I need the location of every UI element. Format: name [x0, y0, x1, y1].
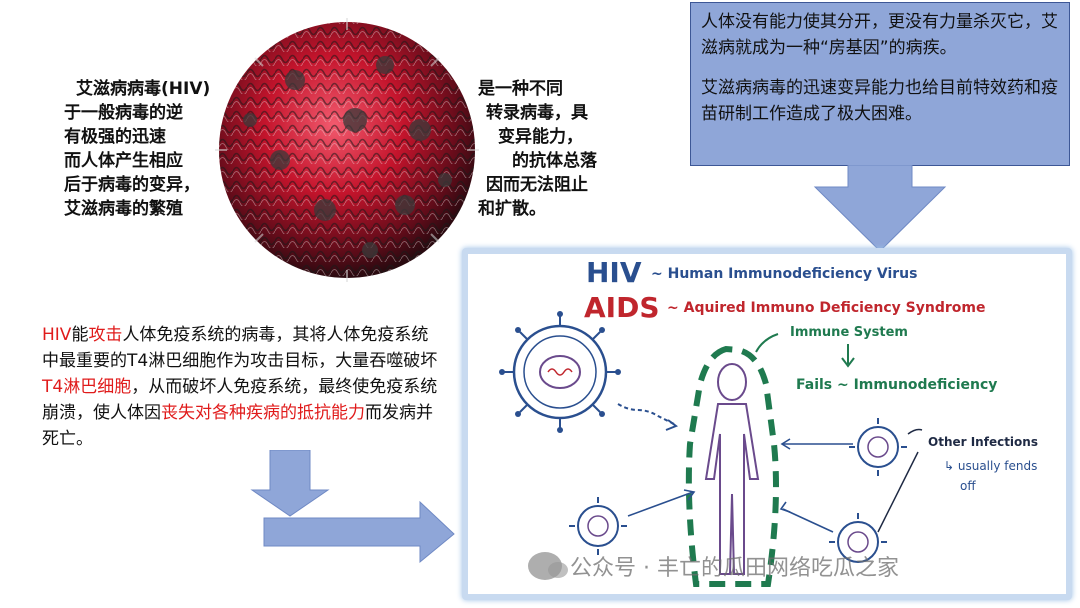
aids-expansion: ~ Aquired Immuno Deficiency Syndrome [667, 300, 986, 316]
infection-virus-icon [829, 513, 887, 563]
t4-cell-term: T4淋巴细胞 [42, 377, 132, 397]
watermark-text: 公众号 · 丰亡的瓜田网络吃瓜之家 [570, 556, 899, 581]
caption-right-line: 是一种不同 [478, 79, 563, 99]
virus-caption-left: 艾滋病病毒(HIV) 于一般病毒的逆 有极强的迅速 而人体产生相应 后于病毒的变… [64, 77, 210, 221]
hiv-description: HIV能攻击人体免疫系统的病毒，其将人体免疫系统中最重要的T4淋巴细胞作为攻击目… [42, 322, 442, 452]
caption-left-line: 于一般病毒的逆 [64, 103, 183, 123]
virus-illustration [215, 18, 479, 282]
watermark: 公众号 · 丰亡的瓜田网络吃瓜之家 [528, 550, 899, 582]
label-pointer [907, 428, 923, 435]
infection-virus-icon [569, 497, 627, 555]
virus-attack-arrow [617, 403, 675, 425]
callout-paragraph-1: 人体没有能力使其分开，更没有力量杀灭它，艾滋病就成为一种“房基因”的病疾。 [701, 12, 1058, 58]
caption-left-line: 艾滋病病毒(HIV) [76, 79, 211, 99]
immune-pointer [755, 333, 779, 353]
fails-label: Fails ~ Immunodeficiency [796, 377, 997, 393]
text-segment: 能 [71, 325, 89, 345]
aids-title: AIDS [584, 291, 660, 324]
caption-left-line: 艾滋病毒的繁殖 [64, 199, 183, 219]
caption-right-line: 转录病毒，具 [486, 103, 588, 123]
caption-left-line: 有极强的迅速 [64, 127, 166, 147]
immune-shield-outline [685, 345, 779, 587]
callout-box: 人体没有能力使其分开，更没有力量杀灭它，艾滋病就成为一种“房基因”的病疾。 艾滋… [690, 2, 1070, 166]
hiv-expansion: ~ Human Immunodeficiency Virus [651, 266, 917, 282]
paragraph-to-panel-arrow [250, 450, 455, 564]
callout-down-arrow [813, 165, 947, 252]
label-connector [877, 451, 919, 533]
hiv-title: HIV [586, 256, 642, 289]
hiv-term: HIV [42, 325, 72, 345]
caption-left-line: 而人体产生相应 [64, 151, 183, 171]
usually-fends-label: ↳ usually fends [944, 459, 1037, 473]
infection-virus-icon [849, 418, 907, 476]
text-segment: 而发病并死亡。 [42, 403, 433, 449]
caption-right-line: 和扩散。 [478, 199, 546, 219]
callout-paragraph-2: 艾滋病病毒的迅速变异能力也给目前特效药和疫苗研制工作造成了极大困难。 [701, 78, 1058, 124]
arrowhead-icon [665, 419, 679, 431]
attack-term: 攻击 [88, 325, 123, 345]
hiv-aids-illustration-panel: HIV ~ Human Immunodeficiency Virus AIDS … [462, 248, 1072, 600]
other-infections-label: Other Infections [928, 435, 1038, 449]
caption-right-line: 的抗体总落 [512, 151, 597, 171]
hiv-virus-icon [499, 311, 621, 433]
immune-system-label: Immune System [790, 325, 908, 340]
caption-right-line: 因而无法阻止 [486, 175, 588, 195]
wechat-logo-icon [528, 552, 568, 580]
hiv-virus-image [205, 10, 490, 290]
text-segment: 人体免疫系统的病毒，其将人体免疫系统中最重要的T4淋巴细胞作为攻击目标，大量吞噬… [42, 325, 438, 371]
off-label: off [960, 479, 976, 493]
text-segment: ，从而破坏人免疫系统，最终使免疫系统崩溃，使人体因 [42, 377, 438, 423]
caption-right-line: 变异能力， [498, 127, 583, 147]
infection-arrows [627, 438, 853, 533]
illustration-canvas: HIV ~ Human Immunodeficiency Virus AIDS … [499, 256, 1038, 587]
down-arrow-icon [841, 344, 855, 368]
lose-resistance-term: 丧失对各种疾病的抵抗能力 [161, 403, 365, 423]
caption-left-line: 后于病毒的变异， [64, 175, 200, 195]
virus-caption-right: 是一种不同 转录病毒，具 变异能力， 的抗体总落 因而无法阻止 和扩散。 [478, 77, 597, 221]
person-figure [704, 363, 760, 575]
